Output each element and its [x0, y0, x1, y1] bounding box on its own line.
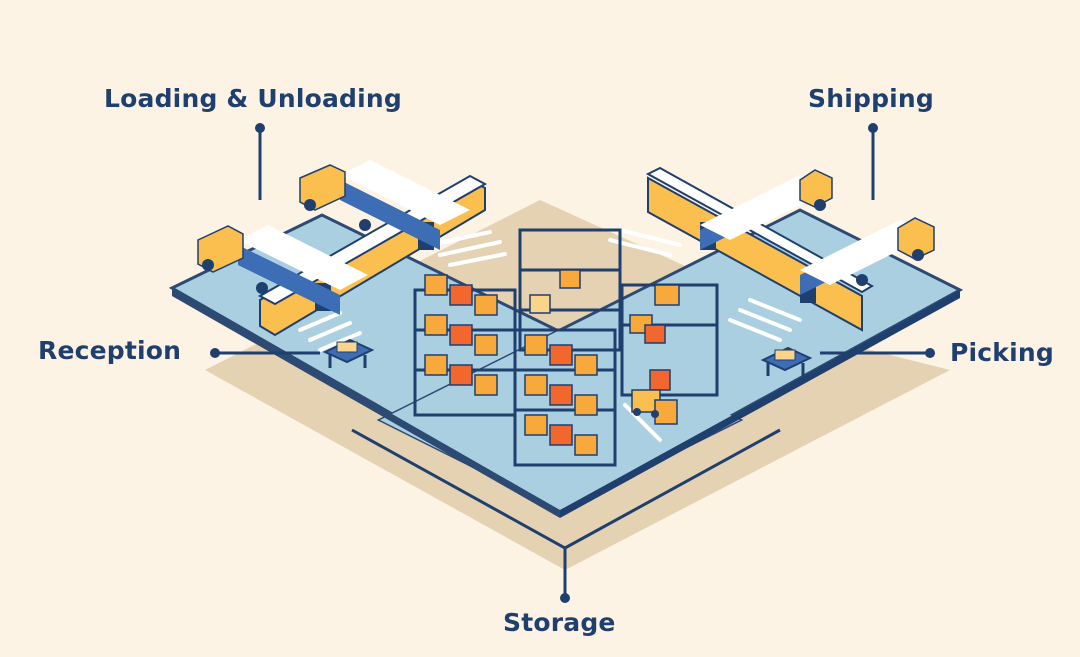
picking-conveyor — [760, 346, 813, 376]
truck-right-top — [700, 169, 833, 250]
storage-dot — [560, 593, 570, 603]
reception-label: Reception — [38, 336, 182, 365]
truck-left-bottom — [197, 225, 368, 315]
loading-unloading-label: Loading & Unloading — [104, 84, 403, 113]
truck-right-bottom — [800, 217, 935, 295]
callout-dots — [210, 123, 935, 603]
truck-left-top — [299, 160, 470, 250]
shipping-label: Shipping — [808, 84, 935, 113]
storage-bracket — [351, 428, 781, 598]
storage-label: Storage — [503, 608, 616, 637]
picking-dot — [925, 348, 935, 358]
reception-conveyor — [322, 338, 375, 368]
callout-lines — [215, 128, 930, 355]
reception-dot — [210, 348, 220, 358]
forklift — [631, 389, 678, 425]
loading-dot — [255, 123, 265, 133]
storage-boxes — [424, 269, 680, 456]
picking-label: Picking — [950, 338, 1055, 367]
shipping-dot — [868, 123, 878, 133]
